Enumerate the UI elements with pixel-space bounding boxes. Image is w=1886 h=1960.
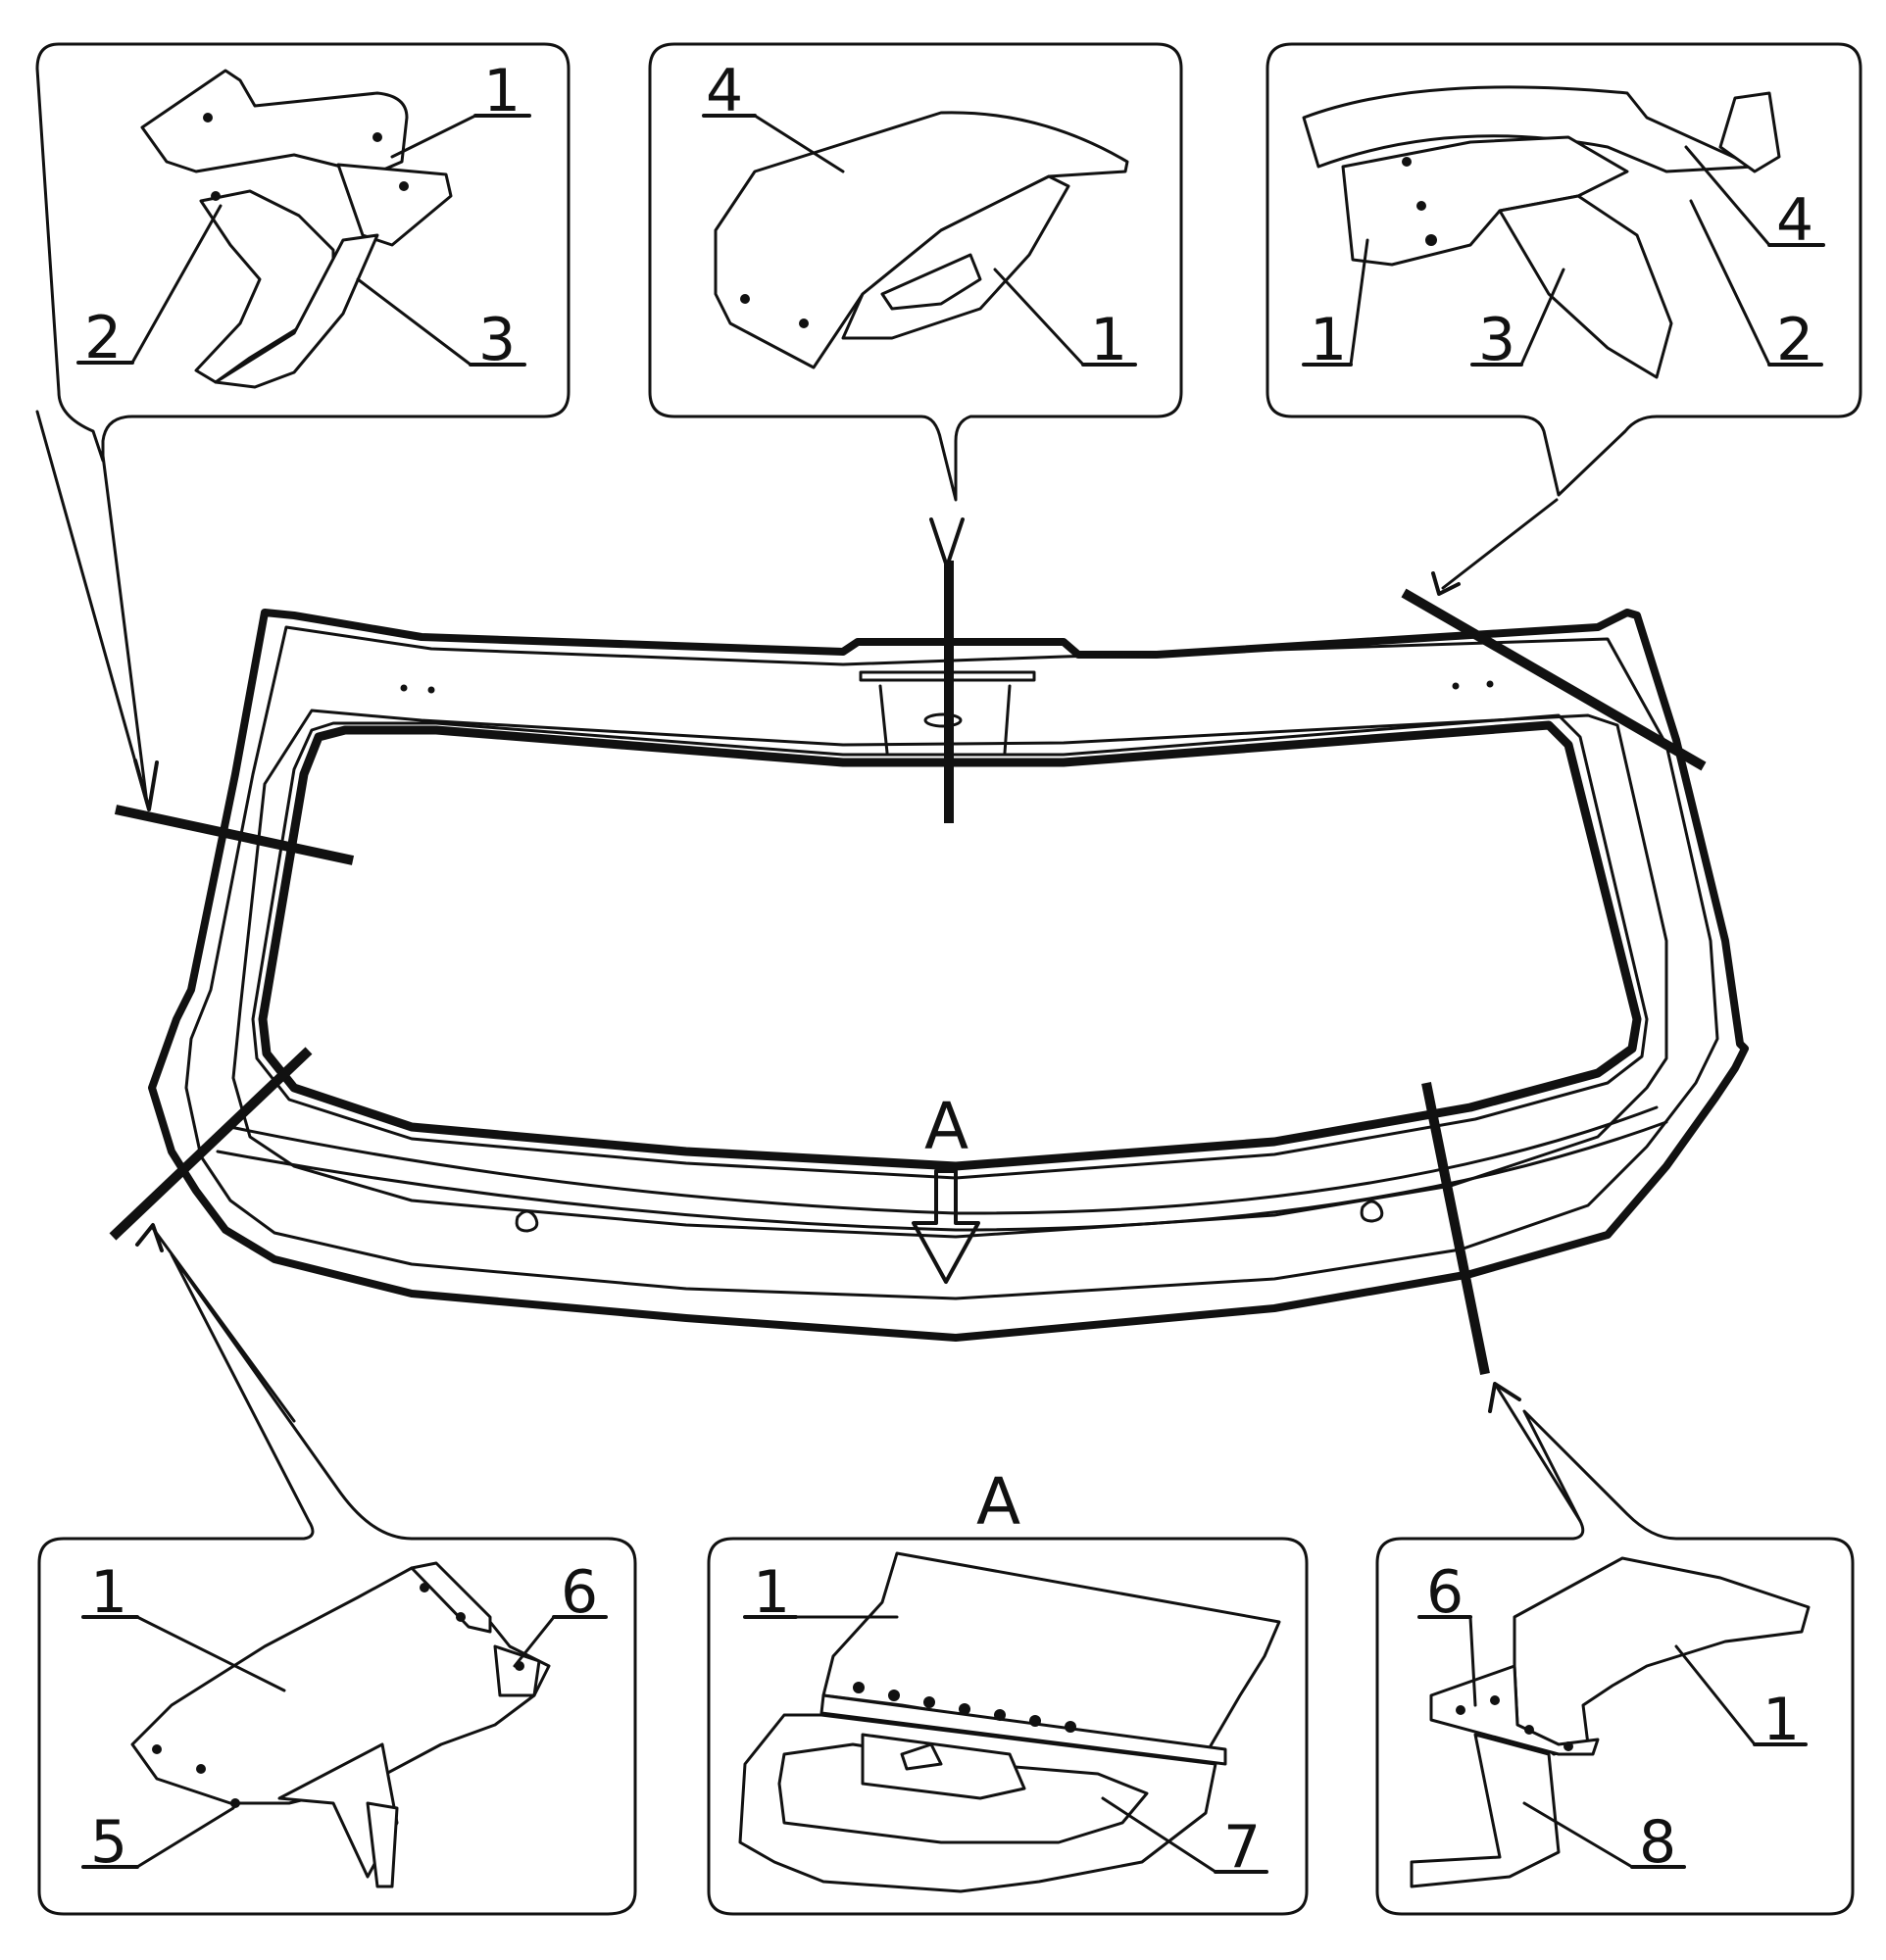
label-top-left-2: 2 [84, 304, 122, 372]
detail-panel-top-right [1266, 42, 1862, 497]
label-top-center-4: 4 [706, 57, 743, 125]
detail-drawing-top-center: 4 1 [702, 57, 1137, 374]
detail-panel-bottom-center [707, 1537, 1309, 1916]
detail-panel-bottom-left [37, 1252, 637, 1916]
label-top-right-4: 4 [1776, 186, 1813, 255]
detail-panel-bottom-right [1375, 1409, 1855, 1916]
detail-drawing-top-right: 4 1 3 2 [1302, 85, 1825, 379]
label-top-left-3: 3 [478, 306, 516, 374]
view-marker-a: A [924, 1089, 968, 1164]
label-top-left-1: 1 [483, 57, 521, 125]
detail-drawing-top-left: 1 2 3 [76, 57, 531, 389]
detail-drawing-bottom-left: 1 6 5 [81, 1558, 608, 1888]
label-bottom-left-6: 6 [561, 1558, 598, 1627]
label-bottom-center-1: 1 [753, 1558, 790, 1627]
detail-drawing-bottom-center: 1 7 [738, 1551, 1281, 1893]
label-top-center-1: 1 [1090, 306, 1127, 374]
leader-arrows [35, 410, 1582, 1523]
label-bottom-right-8: 8 [1639, 1808, 1676, 1877]
view-arrow-a: A [912, 1089, 980, 1284]
cut-line-bottom-left [109, 1047, 313, 1241]
detail-a-title: A [976, 1464, 1020, 1540]
label-bottom-center-7: 7 [1223, 1813, 1261, 1882]
label-bottom-right-1: 1 [1762, 1686, 1800, 1754]
label-bottom-right-6: 6 [1426, 1558, 1464, 1627]
label-bottom-left-1: 1 [90, 1558, 127, 1627]
label-top-right-2: 2 [1776, 306, 1813, 374]
detail-panel-top-center [648, 42, 1183, 502]
section-cut-lines [109, 561, 1707, 1375]
cut-line-bottom-right [1421, 1082, 1490, 1375]
cut-line-top-right [1401, 588, 1707, 771]
detail-panel-top-left [35, 42, 571, 463]
label-top-right-3: 3 [1478, 306, 1515, 374]
label-bottom-left-5: 5 [90, 1808, 127, 1877]
cut-line-left-pillar [114, 805, 355, 865]
label-top-right-1: 1 [1310, 306, 1347, 374]
detail-drawing-bottom-right: 6 1 8 [1410, 1556, 1811, 1888]
